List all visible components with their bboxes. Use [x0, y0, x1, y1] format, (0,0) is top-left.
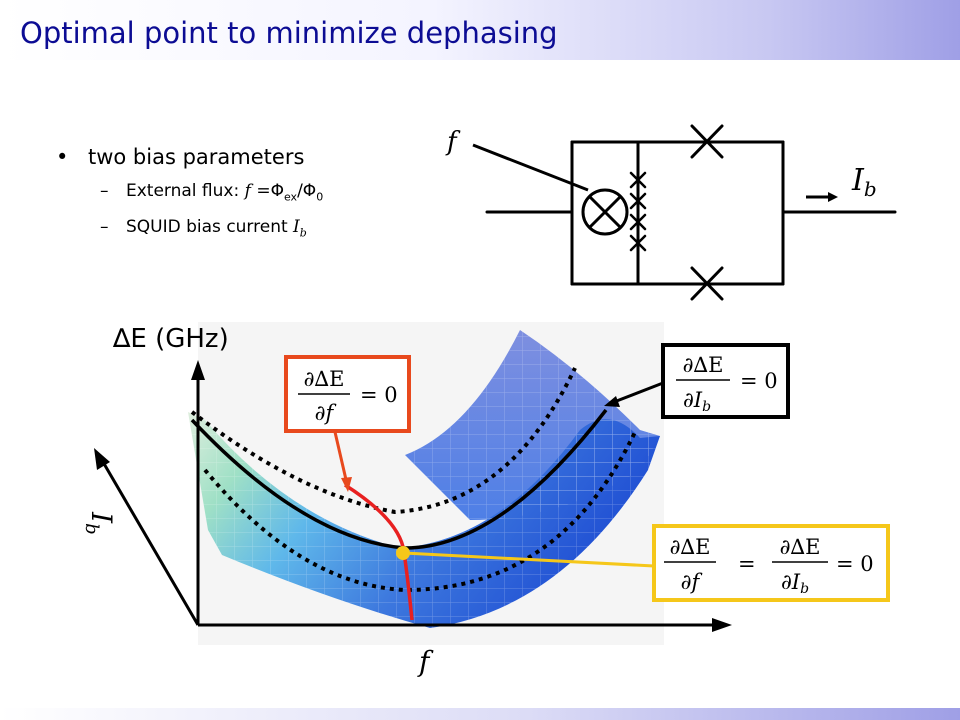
- x-axis-arrow: [712, 618, 732, 632]
- qubit-junction: [629, 171, 647, 189]
- box1-pointer-arrow: [341, 477, 352, 492]
- box3-denominator-ib: ∂Ib: [781, 570, 809, 597]
- box2-denominator: ∂Ib: [683, 388, 711, 415]
- equation-box-df: ∂∆E ∂f = 0: [284, 355, 411, 433]
- circuit-current-label: Ib: [851, 163, 877, 201]
- current-sub: b: [299, 226, 307, 240]
- y-axis: [101, 461, 200, 626]
- flux-ex: ex: [283, 190, 298, 204]
- squid-circuit: [485, 140, 897, 286]
- box2-pointer: [613, 381, 664, 404]
- bullet-main: • two bias parameters: [56, 142, 323, 172]
- box3-pointer: [403, 551, 655, 568]
- box1-denominator: ∂f: [315, 401, 337, 425]
- y-axis-arrow: [94, 448, 110, 470]
- qubit-junction: [629, 234, 647, 252]
- bullet-dot: •: [56, 145, 69, 169]
- equation-box-combined: ∂∆E ∂f = ∂∆E ∂Ib = 0: [652, 524, 890, 602]
- contour-line-dotted-upper: [190, 367, 577, 515]
- title-bar: [0, 0, 960, 60]
- z-axis-label: ∆E (GHz): [112, 324, 229, 354]
- box1-pointer: [333, 431, 349, 485]
- box2-numerator: ∂∆E: [683, 353, 724, 377]
- equation-box-dib: ∂∆E ∂Ib = 0: [661, 343, 790, 419]
- footer-bar: [0, 708, 960, 720]
- x-axis-label: f: [417, 645, 434, 678]
- josephson-junction-bottom: [690, 266, 724, 301]
- qubit-junction: [629, 192, 647, 210]
- flux-phi-0: Φ: [302, 181, 317, 201]
- flux-pointer-line: [472, 143, 589, 192]
- bullet-sub-flux: –External flux: f =Φex/Φ0: [100, 181, 324, 204]
- flux-zero: 0: [316, 190, 324, 204]
- flux-eq: =: [250, 181, 271, 201]
- current-text: SQUID bias current: [126, 217, 294, 238]
- page-title: Optimal point to minimize dephasing: [20, 16, 558, 50]
- bullet-list: • two bias parameters –External flux: f …: [56, 142, 323, 247]
- box2-rhs: = 0: [740, 369, 778, 393]
- box1-rhs: = 0: [360, 383, 398, 407]
- flux-text: External flux:: [126, 181, 245, 201]
- optimal-point: [396, 546, 410, 560]
- box3-denominator-f: ∂f: [681, 570, 703, 594]
- current-arrow-icon: [806, 192, 838, 202]
- flux-slash: /: [297, 181, 303, 201]
- box1-numerator: ∂∆E: [304, 367, 345, 391]
- flux-phi: Φ: [270, 181, 284, 201]
- flux-var: f: [244, 181, 251, 201]
- box3-rhs: = 0: [836, 552, 874, 576]
- surface-mesh: [188, 412, 660, 628]
- current-var: I: [293, 217, 300, 238]
- y-axis-label: Ib: [81, 511, 118, 535]
- contour-line-dotted-lower: [203, 429, 638, 593]
- box3-equals: =: [738, 552, 756, 576]
- josephson-junction-top: [690, 124, 724, 159]
- bullet-main-text: two bias parameters: [88, 145, 305, 169]
- qubit-junction-stack: [629, 171, 647, 252]
- z-axis-arrow: [191, 360, 205, 380]
- box3-numerator-ib: ∂∆E: [780, 535, 821, 559]
- bullet-sub-current: –SQUID bias current Ib: [100, 217, 307, 240]
- box2-pointer-arrow: [604, 396, 620, 407]
- box3-numerator-f: ∂∆E: [670, 535, 711, 559]
- plot-axes: [94, 360, 732, 632]
- circuit-flux-label: f: [445, 127, 461, 157]
- surface-back-mesh: [405, 330, 660, 520]
- flux-coil-icon: [581, 188, 629, 236]
- qubit-junction: [629, 213, 647, 231]
